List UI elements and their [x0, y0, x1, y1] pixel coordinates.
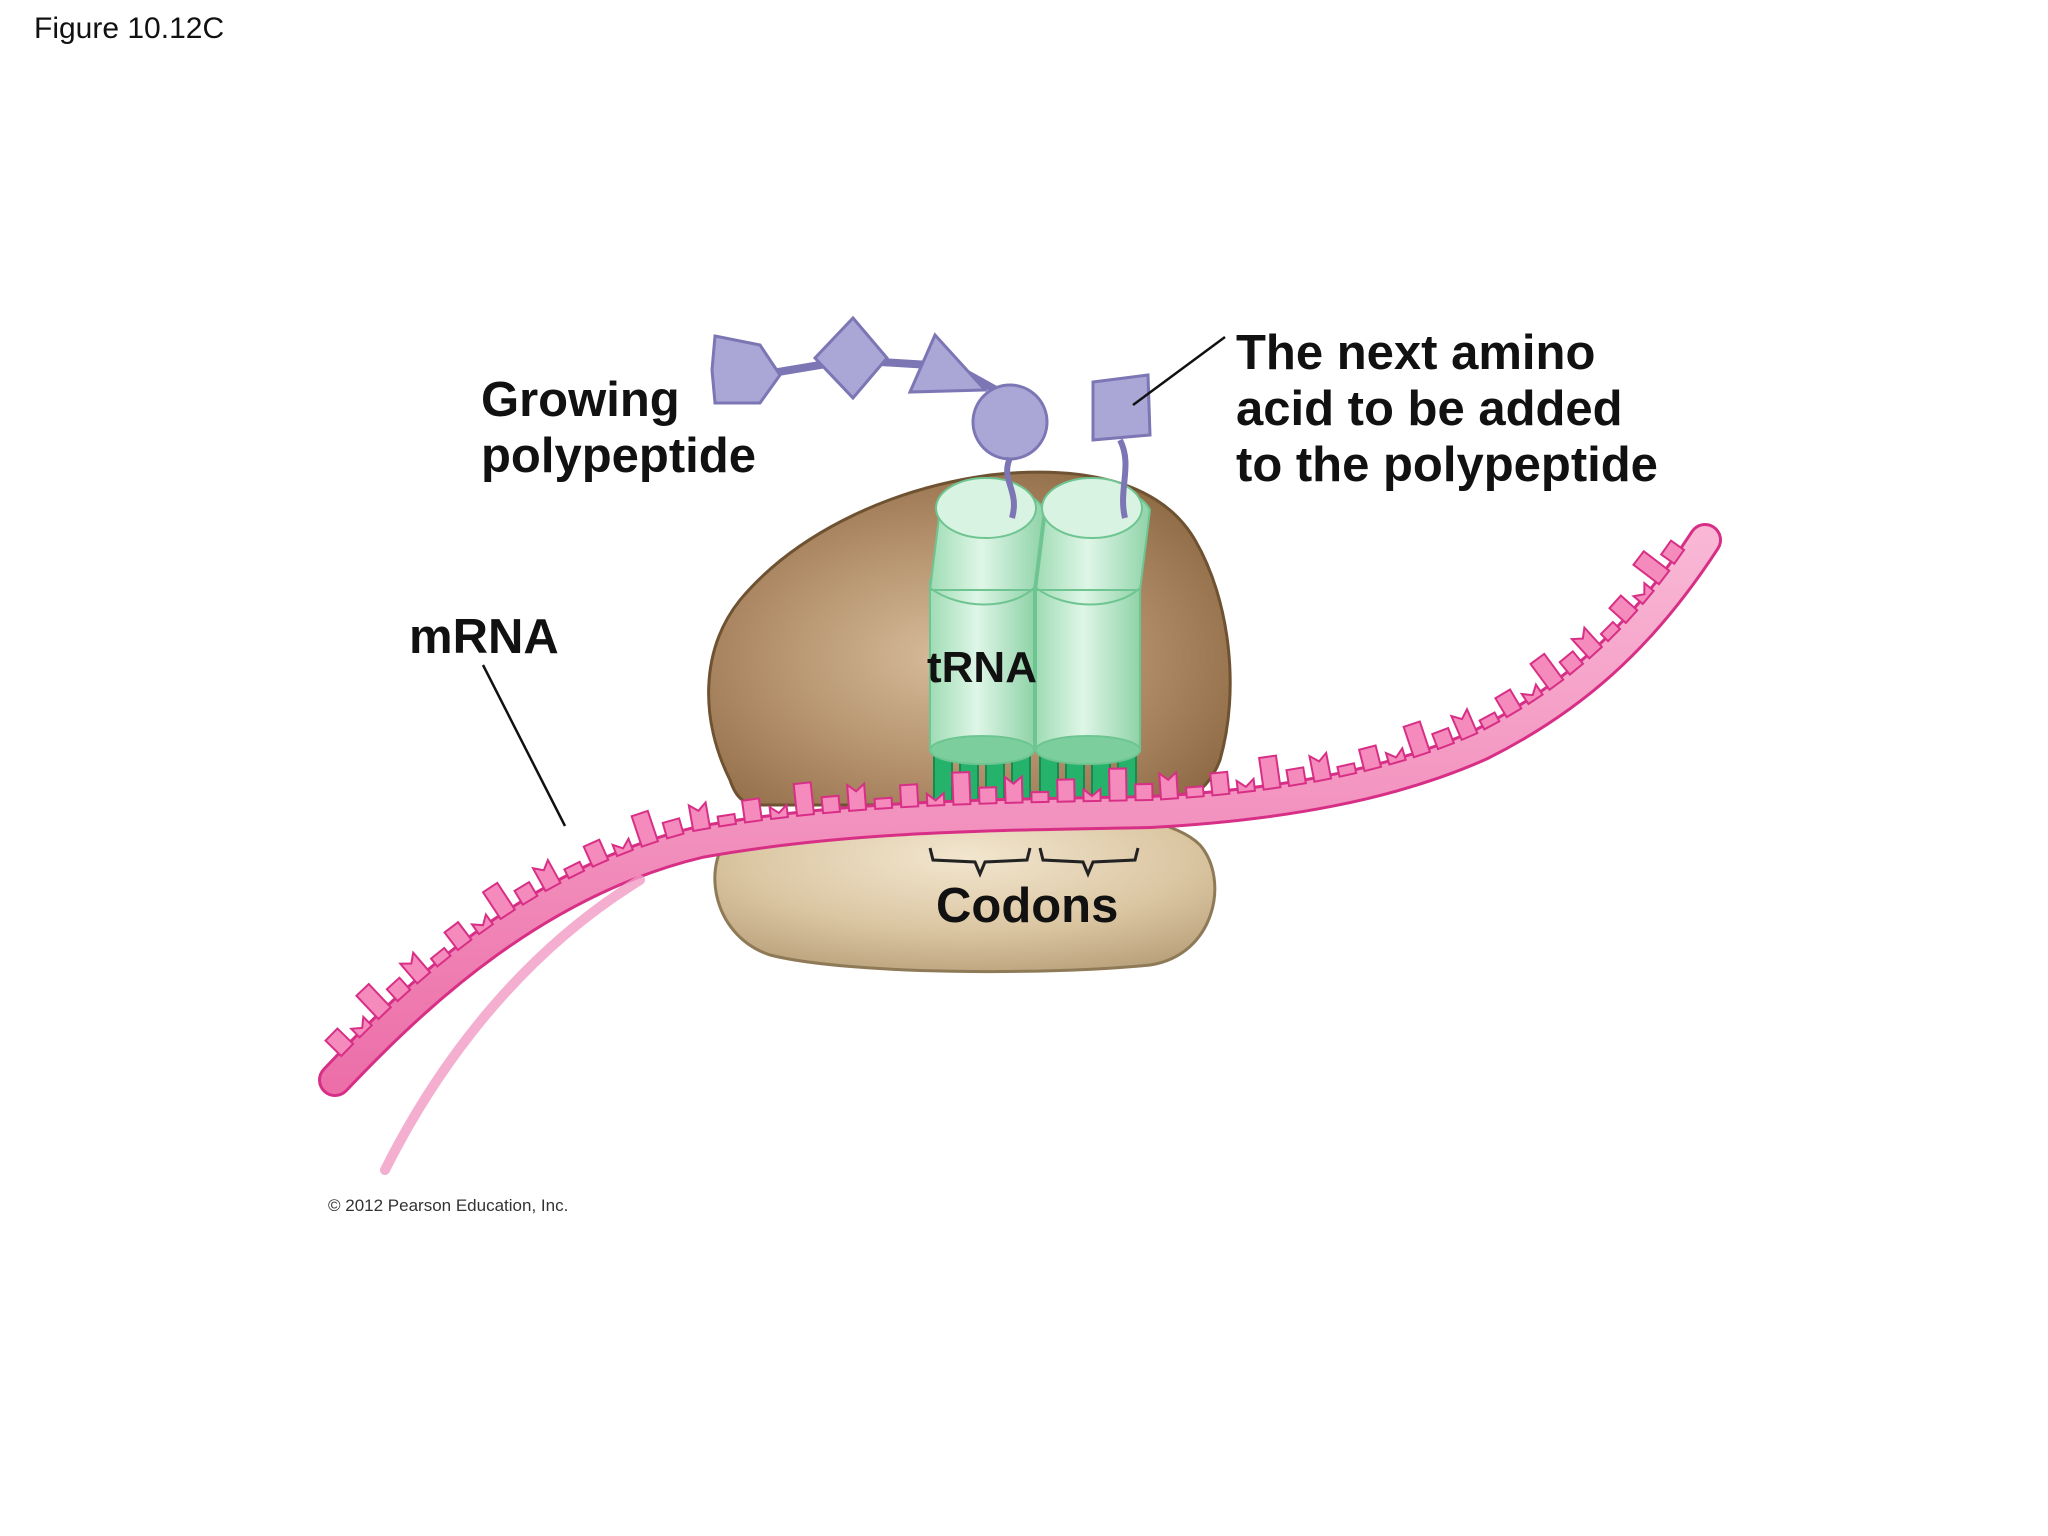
mrna-base	[385, 976, 412, 1003]
trna-lower-body	[1035, 579, 1141, 751]
square-amino-acid	[1091, 373, 1152, 442]
diamond-amino-acid	[812, 315, 889, 401]
mrna-base	[1659, 539, 1686, 566]
mrna-base	[740, 797, 764, 824]
growing-polypeptide-chain	[710, 315, 1049, 519]
mrna-base	[1449, 706, 1479, 742]
mrna-base	[1632, 549, 1671, 586]
copyright-notice: © 2012 Pearson Education, Inc.	[328, 1196, 569, 1215]
mrna-base	[1235, 776, 1257, 794]
circle-amino-acid	[971, 383, 1049, 461]
trna-top-cap	[935, 477, 1037, 539]
mrna-base	[820, 794, 842, 815]
trna-lower-cap	[1035, 735, 1141, 765]
mrna-bases	[324, 539, 1686, 1058]
mrna-base	[1285, 766, 1308, 788]
trna-right	[1034, 477, 1152, 816]
mrna-base	[1599, 620, 1622, 643]
mrna-base	[1478, 711, 1501, 731]
mrna-base	[470, 912, 495, 936]
mrna-base	[845, 781, 868, 812]
codon-bracket-1	[928, 847, 1032, 878]
mrna-base	[925, 790, 946, 807]
codon-bracket-2	[1038, 847, 1140, 878]
label-next-amino-acid-line-3: to the polypeptide	[1236, 438, 1658, 492]
mrna-base	[899, 783, 920, 809]
mrna-base	[443, 920, 473, 952]
mrna-base	[349, 1014, 374, 1039]
label-next-amino-acid: The next amino acid to be added to the p…	[1236, 325, 1658, 493]
mrna-tail-lower	[380, 875, 645, 1175]
mrna-base	[582, 838, 610, 869]
mrna-base	[951, 771, 972, 806]
trna-top-cap	[1041, 477, 1143, 539]
mrna-base	[1003, 774, 1024, 804]
mrna-leader-line	[481, 664, 567, 827]
label-growing-polypeptide-line-2: polypeptide	[481, 429, 756, 483]
mrna-base	[429, 946, 452, 968]
mrna-base	[481, 881, 517, 921]
mrna-base	[1209, 770, 1231, 797]
mrna-strand	[318, 523, 1722, 1175]
mrna-base	[1134, 782, 1154, 802]
mrna-base	[1529, 652, 1565, 692]
mrna-base	[1430, 726, 1456, 751]
mrna-base	[324, 1027, 355, 1058]
mrna-base	[1308, 750, 1333, 783]
mrna-base	[1184, 785, 1205, 799]
triangle-amino-acid	[907, 332, 989, 394]
codon-brackets	[928, 847, 1140, 878]
mrna-base	[1108, 767, 1128, 802]
mrna-base	[1258, 754, 1282, 791]
mrna-base	[661, 817, 685, 840]
label-growing-polypeptide: Growing polypeptide	[481, 372, 756, 484]
mrna-base	[1056, 778, 1076, 803]
mrna-base	[531, 857, 562, 893]
mrna-base	[1082, 786, 1102, 803]
mrna-base	[513, 880, 539, 906]
mrna-base	[768, 802, 790, 821]
mrna-base	[1519, 682, 1544, 706]
mrna-base	[977, 786, 998, 805]
trna-lower-cap	[929, 735, 1035, 765]
mrna-base	[716, 812, 738, 828]
next-amino-acid	[1091, 373, 1152, 519]
mrna-base	[1030, 790, 1050, 804]
mrna-base	[1384, 745, 1407, 766]
mrna-base	[398, 950, 432, 985]
mrna-base	[355, 982, 393, 1021]
mrna-base	[1558, 649, 1585, 676]
mrna-base	[610, 836, 635, 858]
mrna-base	[1494, 688, 1523, 719]
hexagon-amino-acid	[710, 334, 782, 405]
mrna-base	[1158, 770, 1180, 801]
mrna-base	[1569, 625, 1604, 660]
label-growing-polypeptide-line-1: Growing	[481, 373, 680, 427]
mrna-base	[1336, 762, 1358, 778]
label-trna: tRNA	[927, 643, 1037, 692]
mrna-base	[630, 809, 660, 848]
label-mrna: mRNA	[409, 610, 559, 664]
next-amino-acid-leader-line	[1132, 335, 1226, 407]
figure-number: Figure 10.12C	[34, 12, 225, 45]
mrna-base	[687, 800, 712, 833]
mrna-base	[1402, 720, 1432, 759]
mrna-base	[1608, 594, 1639, 625]
mrna-base	[1357, 744, 1383, 773]
mrna-base	[563, 860, 586, 880]
label-codons: Codons	[936, 879, 1119, 933]
label-next-amino-acid-line-1: The next amino	[1236, 326, 1596, 380]
mrna-base	[1631, 581, 1656, 606]
mrna-base	[873, 796, 894, 810]
label-next-amino-acid-line-2: acid to be added	[1236, 382, 1623, 436]
mrna-backbone-inner	[321, 526, 1719, 1094]
mrna-base	[792, 781, 816, 818]
